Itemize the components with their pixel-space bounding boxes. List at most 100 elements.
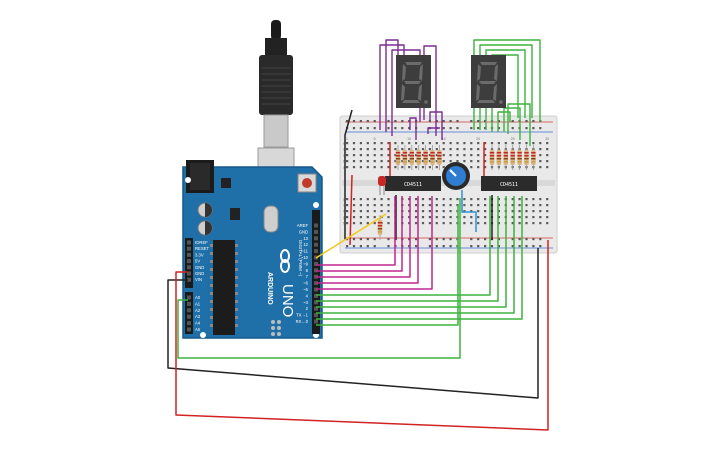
- power-pin-label: 3.3V: [195, 252, 204, 257]
- breadboard-column-number: 30: [545, 137, 549, 141]
- resistor-array[interactable]: [377, 145, 536, 240]
- digital-pin-label: ~6: [303, 281, 308, 286]
- digital-pin-label: ~5: [303, 287, 308, 292]
- analog-pin-label: A5: [195, 327, 201, 332]
- breadboard-column-number: 1: [346, 137, 348, 141]
- wire-black: [167, 248, 539, 399]
- breadboard-column-number: 15: [442, 137, 446, 141]
- wire-green: [316, 196, 499, 302]
- resistor[interactable]: [409, 145, 414, 170]
- breadboard-row-letter: j: [342, 198, 344, 202]
- breadboard-row-letter: i: [343, 204, 344, 208]
- breadboard-column-number: 5: [374, 137, 376, 141]
- digital-pin-label: RX←0: [296, 319, 309, 324]
- analog-pin-label: A4: [195, 321, 201, 326]
- wire-purple: [429, 111, 443, 140]
- usb-cable[interactable]: [257, 20, 295, 191]
- uno-label: UNO: [279, 284, 296, 317]
- analog-pin-label: A0: [195, 295, 201, 300]
- atmega-chip: [213, 240, 235, 335]
- wire-magenta: [316, 196, 411, 278]
- chip-right-label: CD4511: [500, 182, 518, 188]
- breadboard-row-letter: e: [343, 142, 345, 146]
- resistor[interactable]: [489, 145, 495, 170]
- red-led[interactable]: [378, 176, 386, 195]
- power-pin-label: GND: [195, 265, 204, 270]
- resistor[interactable]: [416, 145, 421, 170]
- resistor[interactable]: [517, 145, 522, 170]
- resistor[interactable]: [423, 145, 428, 170]
- wire-magenta: [316, 196, 419, 284]
- potentiometer-knob[interactable]: [442, 162, 470, 190]
- breadboard-row-letter: b: [343, 160, 345, 164]
- wire-green: [316, 196, 491, 296]
- breadboard-column-number: 20: [476, 137, 480, 141]
- digital-pin-label: AREF: [297, 223, 309, 228]
- wire-blue: [461, 190, 477, 232]
- digital-pin-label: ~10: [301, 255, 309, 260]
- resistor[interactable]: [510, 145, 515, 170]
- analog-pin-label: A2: [195, 308, 201, 313]
- resistor[interactable]: [503, 145, 508, 170]
- digital-pin-label: ~11: [301, 249, 308, 254]
- wire-black: [344, 109, 353, 240]
- seven-segment-display-left[interactable]: [396, 55, 431, 108]
- wire-magenta: [316, 196, 396, 266]
- wire-purple: [409, 117, 417, 140]
- breadboard-row-letter: h: [343, 210, 345, 214]
- resistor[interactable]: [430, 145, 435, 170]
- digital-title: DIGITAL (PWM ~): [298, 240, 303, 277]
- arduino-brand: ARDUINO: [266, 272, 273, 305]
- wire-green: [177, 198, 461, 359]
- resistor[interactable]: [402, 145, 408, 170]
- resistor[interactable]: [377, 215, 383, 240]
- cd4511-right[interactable]: CD4511: [481, 176, 537, 191]
- breadboard-column-number: 10: [407, 137, 411, 141]
- breadboard-row-letter: d: [343, 148, 345, 152]
- wire-green: [316, 205, 459, 326]
- wire-purple: [385, 39, 399, 132]
- digital-pin-label: ~9: [303, 261, 308, 266]
- wire-green: [316, 196, 515, 314]
- wire-magenta: [316, 196, 403, 272]
- breadboard-row-letter: a: [343, 166, 345, 170]
- wire-green: [316, 196, 507, 308]
- resistor[interactable]: [437, 145, 442, 170]
- chip-left-label: CD4511: [404, 182, 422, 188]
- digital-pin-label: ~3: [303, 300, 308, 305]
- analog-pin-label: A3: [195, 314, 201, 319]
- digital-pin-label: TX→1: [296, 313, 309, 318]
- resistor[interactable]: [531, 145, 536, 170]
- digital-pin-label: 12: [303, 242, 308, 247]
- wire-purple: [427, 127, 440, 134]
- breadboard-row-letter: f: [343, 222, 344, 226]
- digital-pin-label: 8: [306, 268, 309, 273]
- arduino-uno-board[interactable]: ARDUINO UNO DIGITAL (PWM ~) AREFGND1312~…: [182, 160, 323, 339]
- arduino-logo: [280, 249, 290, 273]
- breadboard-row-letter: g: [343, 216, 345, 220]
- resistor[interactable]: [496, 145, 502, 170]
- analog-pin-label: A1: [195, 301, 201, 306]
- wire-green: [507, 103, 531, 146]
- power-pin-label: GND: [195, 271, 204, 276]
- digital-pin-label: 2: [306, 306, 309, 311]
- resistor[interactable]: [395, 145, 401, 170]
- wire-red: [349, 174, 353, 246]
- digital-pin-label: 13: [303, 236, 308, 241]
- seven-segment-display-right[interactable]: [471, 55, 506, 108]
- wire-yellow: [315, 213, 387, 259]
- digital-pin-label: 7: [306, 274, 309, 279]
- cd4511-left[interactable]: CD4511: [385, 176, 441, 191]
- wire-green: [503, 107, 521, 140]
- breadboard-row-letter: c: [343, 154, 345, 158]
- resistor[interactable]: [524, 145, 529, 170]
- analog-header: [185, 292, 193, 334]
- wires-foreground[interactable]: [167, 109, 549, 431]
- digital-pin-label: GND: [299, 229, 308, 234]
- wire-green: [316, 196, 523, 320]
- wire-magenta: [316, 196, 433, 290]
- power-pin-label: IOREF: [195, 240, 208, 245]
- power-pin-label: 5V: [195, 259, 200, 264]
- power-pin-label: RESET: [195, 246, 209, 251]
